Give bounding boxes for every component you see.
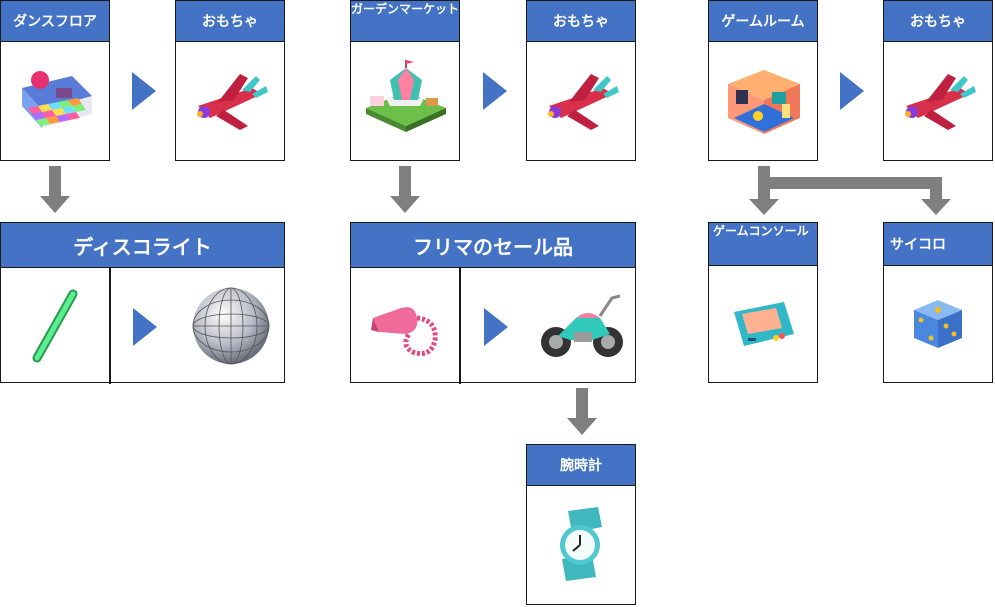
card-dance-floor: ダンスフロア [0, 0, 110, 161]
wristwatch-icon [560, 507, 602, 581]
flea-market-body [351, 268, 636, 384]
divider [109, 268, 111, 384]
toy-jet-icon [197, 74, 268, 130]
card-garden-market: ガーデンマーケット [350, 0, 460, 161]
branch-arrow-gameroom [749, 166, 951, 215]
card-wristwatch: 腕時計 [526, 444, 636, 605]
disco-ball-image [177, 268, 285, 384]
card-title: フリマのセール品 [351, 223, 635, 268]
card-game-room: ゲームルーム [708, 0, 818, 161]
card-toy-3: おもちゃ [883, 0, 993, 161]
card-game-console: ゲームコンソール [708, 222, 818, 383]
glowstick-icon [32, 289, 78, 363]
garden-market-icon [366, 60, 446, 132]
card-toy-2: おもちゃ [526, 0, 636, 161]
toy-jet-image [176, 42, 284, 160]
card-flea-market: フリマのセール品 [350, 222, 636, 384]
flow-triangle [132, 72, 156, 110]
dance-floor-image [1, 42, 109, 160]
card-title: ディスコライト [1, 223, 284, 268]
card-title: おもちゃ [884, 1, 992, 42]
card-title: おもちゃ [527, 1, 635, 42]
flow-triangle [840, 72, 864, 110]
flow-triangle [484, 308, 508, 346]
whistle-image [351, 268, 459, 384]
glowstick-image [1, 268, 109, 384]
down-arrow-dance [40, 166, 70, 213]
toy-jet-icon [548, 74, 619, 130]
whistle-icon [371, 307, 438, 356]
game-room-image [709, 42, 817, 160]
game-console-image [709, 266, 817, 382]
card-title: 腕時計 [527, 445, 635, 486]
game-room-icon [728, 70, 800, 134]
dice-image [884, 266, 992, 382]
card-title: サイコロ [884, 223, 992, 266]
dice-icon [914, 300, 962, 348]
card-title: ゲームルーム [709, 1, 817, 42]
motorcycle-icon [541, 294, 623, 357]
card-title: ガーデンマーケット [351, 1, 459, 42]
down-arrow-motorcycle [567, 388, 597, 435]
card-title: ゲームコンソール [709, 223, 817, 266]
card-disco-light: ディスコライト [0, 222, 285, 384]
down-arrow-garden [390, 166, 420, 213]
divider [459, 268, 461, 384]
toy-jet-icon [905, 74, 976, 130]
disco-light-body [1, 268, 285, 384]
toy-jet-image [527, 42, 635, 160]
card-title: おもちゃ [176, 1, 284, 42]
card-dice: サイコロ [883, 222, 993, 383]
flow-triangle [133, 308, 157, 346]
game-console-icon [734, 302, 794, 346]
motorcycle-image [528, 268, 636, 384]
flow-triangle [483, 72, 507, 110]
garden-market-image [351, 42, 459, 160]
card-toy-1: おもちゃ [175, 0, 285, 161]
dance-floor-icon [22, 71, 92, 128]
disco-ball-icon [192, 287, 270, 365]
card-title: ダンスフロア [1, 1, 109, 42]
toy-jet-image [884, 42, 992, 160]
wristwatch-image [527, 486, 635, 604]
